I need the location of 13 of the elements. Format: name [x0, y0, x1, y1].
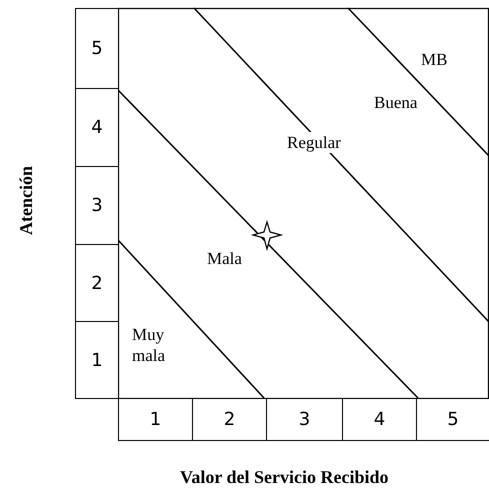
axis-tick: 5	[75, 8, 119, 89]
region-label: Regular	[287, 132, 341, 153]
axis-tick: 4	[75, 88, 119, 167]
axis-tick: 2	[192, 398, 267, 441]
axis-tick: 1	[75, 321, 119, 399]
axis-tick: 1	[118, 398, 193, 441]
axis-title: Valor del Servicio Recibido	[180, 467, 388, 488]
axis-tick: 3	[75, 166, 119, 245]
axis-tick: 2	[75, 244, 119, 322]
axis-tick: 4	[342, 398, 417, 441]
axis-tick: 5	[416, 398, 489, 441]
axis-title: Atención	[16, 166, 37, 235]
axis-tick: 3	[266, 398, 343, 441]
